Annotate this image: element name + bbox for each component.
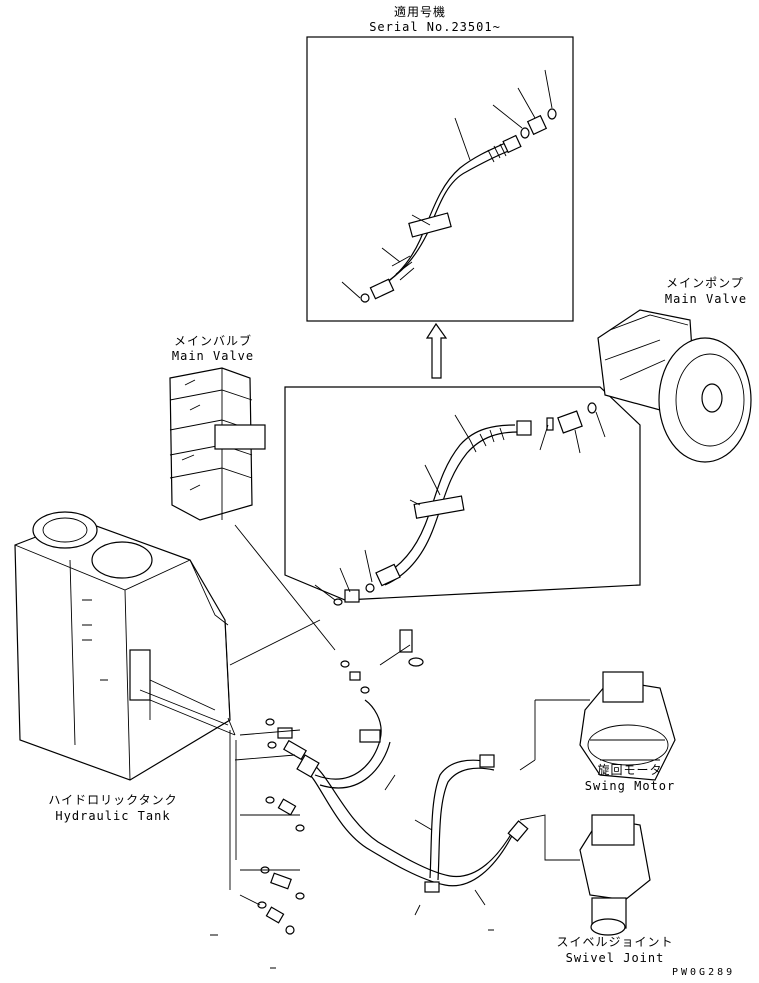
leader-lines: [139, 524, 590, 969]
swing-motor-drawing: [579, 671, 676, 781]
drawing-code: PW0G289: [672, 967, 736, 978]
main-pump-label-jp: メインポンプ: [666, 276, 744, 290]
swing-motor-label-jp: 旋回モータ: [597, 763, 663, 777]
hydraulic-tank-label-en: Hydraulic Tank: [55, 809, 171, 823]
swing-motor-label-en: Swing Motor: [584, 779, 676, 793]
main-valve-label-jp: メインバルブ: [173, 334, 252, 348]
inset-arrow-icon: [425, 322, 448, 379]
inset-frame: [306, 36, 574, 322]
lower-hoses: [257, 629, 529, 935]
swivel-joint-label-jp: スイベルジョイント: [556, 935, 674, 949]
main-pump-drawing: [597, 309, 752, 463]
detail-frame: [284, 386, 641, 601]
inset-title-en: Serial No.23501~: [369, 20, 501, 34]
inset-hose-assembly: [341, 69, 557, 303]
main-valve-drawing: [169, 367, 266, 521]
hydraulic-tank-drawing: [14, 511, 231, 781]
main-valve-label-en: Main Valve: [171, 349, 255, 363]
main-pump-label-en: Main Valve: [664, 292, 748, 306]
hydraulic-tank-label-jp: ハイドロリックタンク: [48, 793, 178, 807]
inset-title-jp: 適用号機: [393, 5, 446, 19]
swivel-joint-label-en: Swivel Joint: [565, 951, 665, 965]
swivel-joint-drawing: [579, 814, 651, 936]
detail-hose-assembly: [314, 402, 606, 606]
